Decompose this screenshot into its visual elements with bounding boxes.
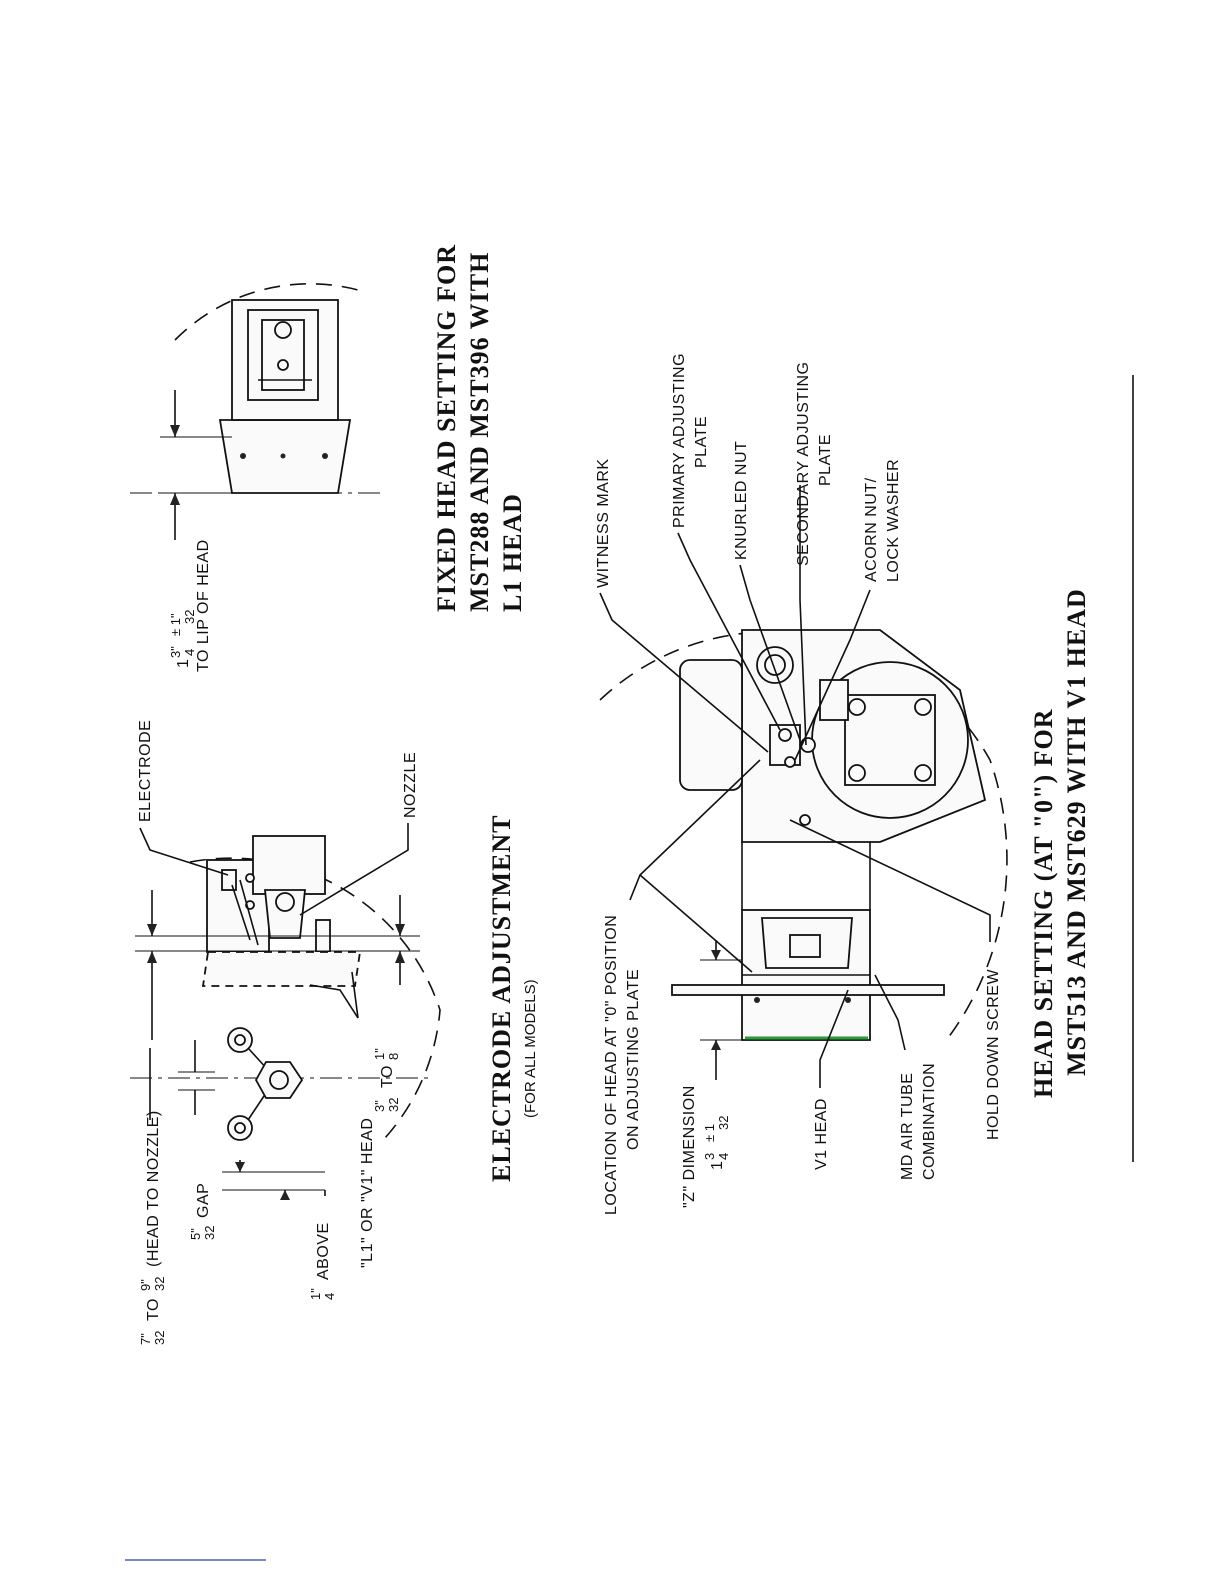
z-tol-den: 32 xyxy=(716,1116,731,1130)
range-to: TO xyxy=(379,1065,396,1088)
z-dimension-label: "Z" DIMENSION xyxy=(681,1085,698,1208)
z-tol: ± 1 xyxy=(702,1124,717,1142)
witness-mark-label: WITNESS MARK xyxy=(595,458,612,588)
above-text: ABOVE xyxy=(315,1222,332,1280)
location-label-2: ON ADJUSTING PLATE xyxy=(625,969,642,1150)
htn-b-num: 9" xyxy=(138,1279,153,1291)
fixed-head-title-3: L1 HEAD xyxy=(498,493,527,612)
gap-den: 32 xyxy=(202,1226,217,1240)
fixed-head-title-2: MST288 AND MST396 WITH xyxy=(465,252,494,612)
fixed-dim-tol-den: 32 xyxy=(182,610,197,624)
fixed-dim-whole: 1 xyxy=(175,659,192,668)
above-num: 1" xyxy=(308,1288,323,1300)
md-air-tube-label-2: COMBINATION xyxy=(921,1063,938,1180)
acorn-nut-label-2: LOCK WASHER xyxy=(885,459,902,582)
head-setting-title-1: HEAD SETTING (AT "0") FOR xyxy=(1029,708,1058,1098)
fixed-dim-num: 3" xyxy=(168,646,183,658)
range-a-num: 3" xyxy=(372,1100,387,1112)
z-num: 3 xyxy=(702,1153,717,1160)
knurled-nut-label: KNURLED NUT xyxy=(733,441,750,560)
l1-v1-head-label: "L1" OR "V1" HEAD xyxy=(359,1118,376,1268)
acorn-nut-label-1: ACORN NUT/ xyxy=(863,477,880,582)
fixed-dim-text: TO LIP OF HEAD xyxy=(195,539,212,672)
electrode-drawing xyxy=(130,823,441,1200)
hold-down-screw-label: HOLD DOWN SCREW xyxy=(985,969,1002,1140)
fixed-dim-den: 4 xyxy=(182,649,197,656)
z-whole: 1 xyxy=(709,1161,726,1170)
z-dimension-value: 1 3 4 ± 1 32 xyxy=(702,1116,731,1170)
v1-head-label: V1 HEAD xyxy=(813,1098,830,1170)
z-den: 4 xyxy=(716,1153,731,1160)
electrode-label: ELECTRODE xyxy=(137,720,154,822)
fixed-dim-tol: ± 1" xyxy=(168,613,183,636)
above-den: 4 xyxy=(322,1293,337,1300)
fixed-head-dimension: 1 3" 4 ± 1" 32 xyxy=(168,610,197,668)
primary-plate-label-1: PRIMARY ADJUSTING xyxy=(671,353,688,528)
htn-a-num: 7" xyxy=(138,1333,153,1345)
primary-plate-label-2: PLATE xyxy=(693,416,710,468)
htn-text: (HEAD TO NOZZLE) xyxy=(145,1110,162,1267)
gap-num: 5" xyxy=(188,1228,203,1240)
htn-to: TO xyxy=(145,1298,162,1321)
secondary-plate-label-1: SECONDARY ADJUSTING xyxy=(795,361,812,566)
electrode-title: ELECTRODE ADJUSTMENT xyxy=(487,815,516,1182)
gap-text: GAP xyxy=(195,1183,212,1218)
range-dimension: 3" 32 TO 1" 8 xyxy=(372,1048,401,1112)
htn-a-den: 32 xyxy=(152,1331,167,1345)
head-to-nozzle-dimension: 7" 32 TO 9" 32 (HEAD TO NOZZLE) xyxy=(138,1110,167,1345)
htn-b-den: 32 xyxy=(152,1277,167,1291)
range-b-num: 1" xyxy=(372,1048,387,1060)
range-b-den: 8 xyxy=(386,1053,401,1060)
nozzle-label: NOZZLE xyxy=(402,752,419,818)
head-setting-title-2: MST513 AND MST629 WITH V1 HEAD xyxy=(1062,588,1091,1076)
head-setting-drawing xyxy=(599,485,1008,1088)
electrode-subtitle: (FOR ALL MODELS) xyxy=(522,979,539,1118)
fixed-head-title-1: FIXED HEAD SETTING FOR xyxy=(432,244,461,612)
location-label-1: LOCATION OF HEAD AT "0" POSITION xyxy=(603,915,620,1215)
fixed-head-drawing xyxy=(130,283,385,540)
range-a-den: 32 xyxy=(386,1098,401,1112)
secondary-plate-label-2: PLATE xyxy=(817,434,834,486)
above-dimension: 1" 4 ABOVE xyxy=(308,1222,337,1300)
md-air-tube-label-1: MD AIR TUBE xyxy=(899,1073,916,1180)
gap-dimension: 5" 32 GAP xyxy=(188,1183,217,1240)
